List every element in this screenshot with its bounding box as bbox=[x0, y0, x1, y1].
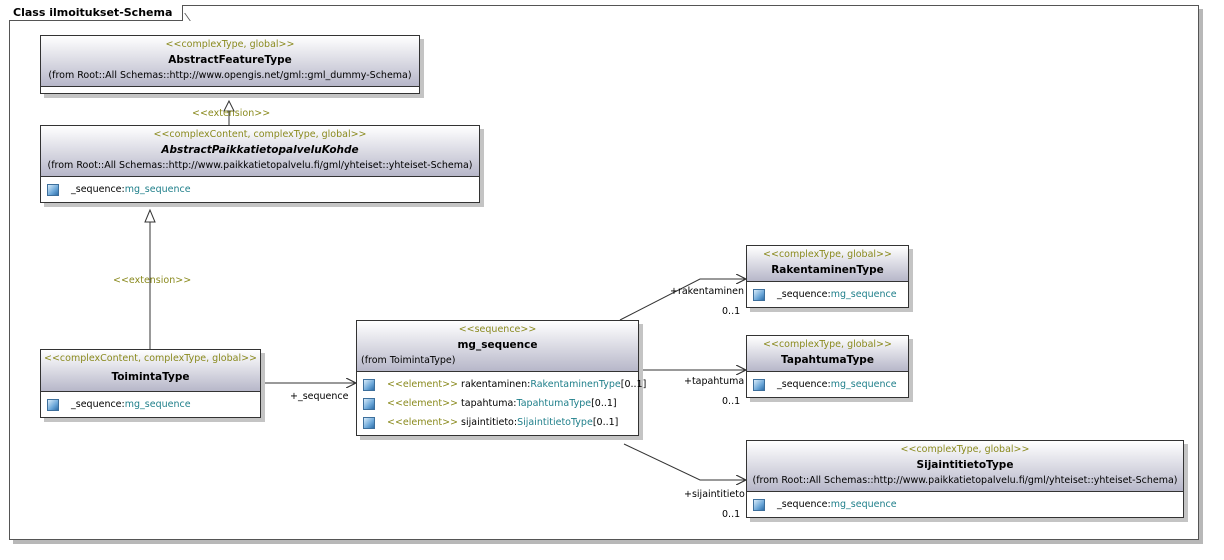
attribute-name: _sequence: bbox=[777, 289, 831, 300]
attribute-name: _sequence: bbox=[71, 184, 125, 195]
attribute-type: mg_sequence bbox=[830, 379, 897, 390]
attribute-row[interactable]: _sequence: mg_sequence bbox=[753, 375, 902, 394]
element-icon bbox=[363, 378, 375, 391]
attributes-compartment: _sequence: mg_sequence bbox=[747, 372, 908, 397]
sequence-role-label: +_sequence bbox=[290, 391, 349, 402]
stereotype-label: <<complexType, global>> bbox=[763, 339, 892, 350]
attributes-compartment: _sequence: mg_sequence bbox=[747, 282, 908, 307]
class-mg-sequence[interactable]: <<sequence>> mg_sequence (from ToimintaT… bbox=[356, 320, 646, 436]
sijaintitieto-role-label: +sijaintitieto bbox=[684, 489, 745, 500]
attribute-type: mg_sequence bbox=[124, 399, 191, 410]
attribute-name: _sequence: bbox=[777, 379, 831, 390]
class-origin: (from Root::All Schemas::http://www.paik… bbox=[752, 475, 1178, 486]
element-type: SijaintitietoType bbox=[517, 417, 593, 428]
class-abstract-feature-type[interactable]: <<complexType, global>> AbstractFeatureT… bbox=[40, 35, 420, 94]
class-header: <<complexType, global>> TapahtumaType bbox=[747, 336, 908, 372]
class-name: ToimintaType bbox=[111, 371, 190, 383]
class-name: AbstractFeatureType bbox=[168, 54, 292, 66]
class-tapahtuma-type[interactable]: <<complexType, global>> TapahtumaType _s… bbox=[746, 335, 909, 398]
attribute-row[interactable]: _sequence: mg_sequence bbox=[47, 180, 473, 199]
attribute-icon bbox=[753, 288, 765, 301]
stereotype-label: <<complexContent, complexType, global>> bbox=[43, 353, 257, 364]
tapahtuma-multiplicity: 0..1 bbox=[722, 396, 741, 407]
attribute-name: _sequence: bbox=[71, 399, 125, 410]
sijaintitieto-multiplicity: 0..1 bbox=[722, 509, 741, 520]
attributes-compartment: _sequence: mg_sequence bbox=[41, 177, 479, 202]
class-header: <<sequence>> mg_sequence (from ToimintaT… bbox=[357, 321, 638, 372]
generalization-arrowhead-mid bbox=[144, 208, 156, 223]
class-sijaintitieto-type[interactable]: <<complexType, global>> SijaintitietoTyp… bbox=[746, 440, 1184, 518]
element-type: TapahtumaType bbox=[516, 398, 592, 409]
class-toiminta-type[interactable]: <<complexContent, complexType, global>> … bbox=[40, 349, 261, 418]
element-stereotype: <<element>> bbox=[387, 417, 459, 428]
extension-label-mid: <<extension>> bbox=[113, 275, 192, 286]
attribute-type: mg_sequence bbox=[124, 184, 191, 195]
attributes-compartment: _sequence: mg_sequence bbox=[747, 492, 1183, 517]
attribute-icon bbox=[47, 183, 59, 196]
element-row-tapahtuma[interactable]: <<element>> tapahtuma:TapahtumaType[0..1… bbox=[363, 394, 632, 413]
stereotype-label: <<complexType, global>> bbox=[900, 444, 1030, 455]
element-name: rakentaminen: bbox=[461, 379, 531, 390]
element-stereotype: <<element>> bbox=[387, 379, 459, 390]
class-name: RakentaminenType bbox=[771, 264, 884, 276]
element-name: tapahtuma: bbox=[461, 398, 517, 409]
rakentaminen-association[interactable] bbox=[619, 279, 746, 321]
class-name: SijaintitietoType bbox=[916, 459, 1014, 471]
attributes-compartment: _sequence: mg_sequence bbox=[41, 392, 260, 417]
attribute-type: mg_sequence bbox=[830, 289, 897, 300]
element-row-sijaintitieto[interactable]: <<element>> sijaintitieto:SijaintitietoT… bbox=[363, 413, 632, 432]
generalization-arrowhead-top bbox=[223, 99, 235, 112]
element-type: RakentaminenType bbox=[530, 379, 621, 390]
class-origin: (from ToimintaType) bbox=[361, 355, 456, 366]
stereotype-label: <<complexType, global>> bbox=[763, 249, 892, 260]
class-header: <<complexType, global>> RakentaminenType bbox=[747, 246, 908, 282]
sijaintitieto-association[interactable] bbox=[623, 443, 746, 480]
class-name: mg_sequence bbox=[457, 339, 538, 351]
attribute-type: mg_sequence bbox=[830, 499, 897, 510]
rakentaminen-multiplicity: 0..1 bbox=[722, 306, 741, 317]
stereotype-label: <<complexType, global>> bbox=[165, 39, 295, 50]
class-header: <<complexContent, complexType, global>> … bbox=[41, 350, 260, 392]
diagram-title: Class ilmoitukset-Schema bbox=[9, 5, 184, 21]
element-multiplicity: [0..1] bbox=[620, 379, 647, 390]
attributes-compartment bbox=[41, 87, 419, 93]
attribute-row[interactable]: _sequence: mg_sequence bbox=[47, 395, 254, 414]
stereotype-label: <<complexContent, complexType, global>> bbox=[153, 129, 367, 140]
class-origin: (from Root::All Schemas::http://www.open… bbox=[48, 70, 412, 81]
attribute-icon bbox=[753, 378, 765, 391]
attribute-name: _sequence: bbox=[777, 499, 831, 510]
element-icon bbox=[363, 416, 375, 429]
attribute-row[interactable]: _sequence: mg_sequence bbox=[753, 495, 1177, 514]
rakentaminen-role-label: +rakentaminen bbox=[670, 286, 745, 297]
attribute-row[interactable]: _sequence: mg_sequence bbox=[753, 285, 902, 304]
class-name: TapahtumaType bbox=[781, 354, 874, 366]
class-header: <<complexType, global>> AbstractFeatureT… bbox=[41, 36, 419, 87]
element-name: sijaintitieto: bbox=[461, 417, 518, 428]
class-abstract-paikkatietopalvelu-kohde[interactable]: <<complexContent, complexType, global>> … bbox=[40, 125, 480, 203]
stereotype-label: <<sequence>> bbox=[458, 324, 537, 335]
element-stereotype: <<element>> bbox=[387, 398, 459, 409]
class-header: <<complexContent, complexType, global>> … bbox=[41, 126, 479, 177]
class-origin: (from Root::All Schemas::http://www.paik… bbox=[47, 160, 473, 171]
class-header: <<complexType, global>> SijaintitietoTyp… bbox=[747, 441, 1183, 492]
attribute-icon bbox=[47, 398, 59, 411]
class-rakentaminen-type[interactable]: <<complexType, global>> RakentaminenType… bbox=[746, 245, 909, 308]
attribute-icon bbox=[753, 498, 765, 511]
element-multiplicity: [0..1] bbox=[592, 417, 619, 428]
element-icon bbox=[363, 397, 375, 410]
tapahtuma-role-label: +tapahtuma bbox=[684, 376, 745, 387]
class-name: AbstractPaikkatietopalveluKohde bbox=[161, 144, 359, 156]
element-multiplicity: [0..1] bbox=[591, 398, 617, 409]
extension-label-top: <<extension>> bbox=[192, 108, 271, 119]
element-row-rakentaminen[interactable]: <<element>> rakentaminen:RakentaminenTyp… bbox=[363, 375, 646, 394]
elements-compartment: <<element>> rakentaminen:RakentaminenTyp… bbox=[357, 372, 646, 435]
